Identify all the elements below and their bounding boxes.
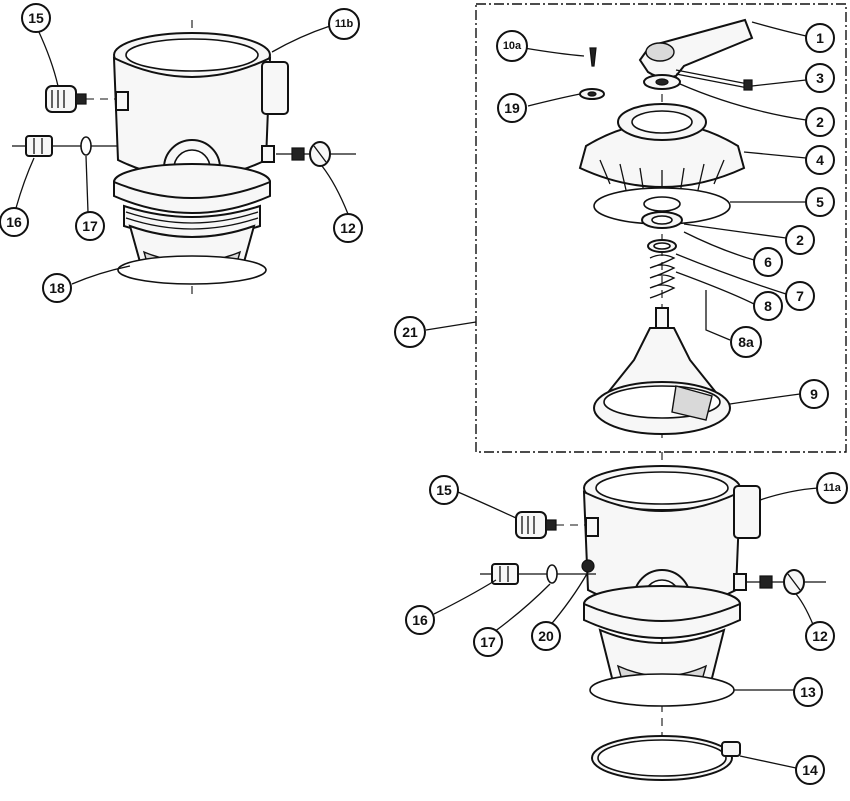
callout-label: 14 (802, 762, 818, 778)
callout-15-right: 15 (429, 475, 459, 505)
callout-17-left: 17 (75, 211, 105, 241)
callout-6: 6 (753, 247, 783, 277)
callout-4: 4 (805, 145, 835, 175)
plug-12-left (276, 141, 356, 167)
callout-label: 16 (412, 612, 428, 628)
callout-label: 6 (764, 254, 772, 270)
callout-7: 7 (785, 281, 815, 311)
callout-11a: 11a (816, 472, 848, 504)
callout-label: 15 (436, 482, 452, 498)
callout-label: 12 (340, 220, 356, 236)
fitting-16-17-left (12, 135, 118, 157)
callout-label: 19 (504, 100, 520, 116)
callout-19: 19 (497, 93, 527, 123)
assembly-frame-21 (475, 3, 847, 453)
callout-10a: 10a (496, 30, 528, 62)
callout-13: 13 (793, 677, 823, 707)
callout-15-left: 15 (21, 3, 51, 33)
callout-8a: 8a (730, 326, 762, 358)
callout-label: 15 (28, 10, 44, 26)
callout-label: 20 (538, 628, 554, 644)
callout-12-right: 12 (805, 621, 835, 651)
drain-cap-15-right (515, 511, 586, 539)
callout-label: 13 (800, 684, 816, 700)
callout-16-left: 16 (0, 207, 29, 237)
callout-label: 11a (823, 482, 842, 494)
callout-5: 5 (805, 187, 835, 217)
drain-cap-15-left (45, 85, 116, 113)
callout-label: 5 (816, 194, 824, 210)
callout-11b: 11b (328, 8, 360, 40)
callout-17-right: 17 (473, 627, 503, 657)
callout-label: 12 (812, 628, 828, 644)
callout-label: 16 (6, 214, 22, 230)
top-assembly (578, 18, 754, 440)
callout-label: 17 (480, 634, 496, 650)
callout-21: 21 (394, 316, 426, 348)
callout-label: 17 (82, 218, 98, 234)
callout-label: 8a (738, 334, 754, 350)
callout-label: 11b (335, 18, 354, 30)
callout-label: 4 (816, 152, 824, 168)
callout-label: 1 (816, 30, 824, 46)
plug-12-right (746, 569, 826, 595)
callout-20: 20 (531, 621, 561, 651)
callout-1: 1 (805, 23, 835, 53)
callout-label: 2 (816, 114, 824, 130)
callout-2-top: 2 (805, 107, 835, 137)
callout-label: 7 (796, 288, 804, 304)
callout-label: 8 (764, 298, 772, 314)
valve-body-11a (582, 452, 761, 781)
callout-14: 14 (795, 755, 825, 785)
callout-9: 9 (799, 379, 829, 409)
valve-body-11b (112, 20, 289, 300)
callout-label: 9 (810, 386, 818, 402)
callout-8: 8 (753, 291, 783, 321)
callout-label: 10a (503, 40, 522, 52)
callout-16-right: 16 (405, 605, 435, 635)
callout-label: 18 (49, 280, 65, 296)
callout-18: 18 (42, 273, 72, 303)
callout-3: 3 (805, 63, 835, 93)
callout-12-left: 12 (333, 213, 363, 243)
callout-label: 21 (402, 324, 418, 340)
leader-lines (15, 21, 819, 769)
callout-2-bottom: 2 (785, 225, 815, 255)
callout-label: 3 (816, 70, 824, 86)
fitting-16-17-20-right (480, 559, 596, 585)
callout-label: 2 (796, 232, 804, 248)
